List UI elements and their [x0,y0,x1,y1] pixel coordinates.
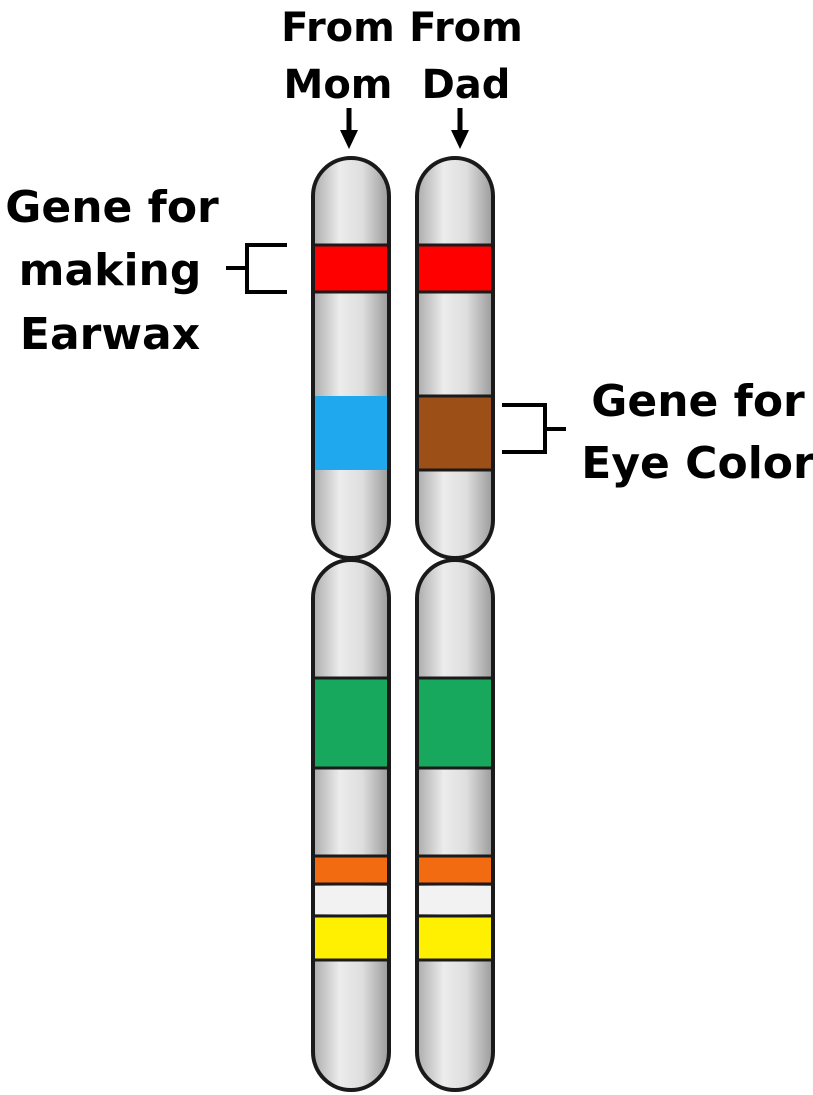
mom-green-band [313,678,389,768]
dad-chromosome-lower-arm [417,560,493,1090]
mom-chromosome-lower-arm [313,560,389,1090]
dad-white-band [417,886,493,914]
earwax-bracket-icon [226,245,287,292]
dad-chromosome-upper-arm [417,158,493,558]
eye-color-label-line1: Gene for [591,376,805,427]
mom-orange-band [313,856,389,884]
mom-white-band [313,886,389,914]
dad-green-band [417,678,493,768]
earwax-label-line1: Gene for [5,182,219,233]
dad-orange-band [417,856,493,884]
earwax-label-line3: Earwax [20,309,200,360]
mom-eye-gene-band [313,396,389,470]
dad-yellow-band [417,916,493,960]
header-mom-line1: From [281,5,395,51]
mom-chromosome-upper-arm [313,158,389,558]
header-mom-line2: Mom [284,62,393,108]
earwax-label-line2: making [19,245,202,296]
eye-color-bracket-icon [502,405,566,452]
eye-color-label-line2: Eye Color [581,438,813,489]
arrow-mom-icon [340,108,358,149]
dad-earwax-gene-band [417,245,493,292]
mom-earwax-gene-band [313,245,389,292]
arrow-dad-icon [451,108,469,149]
dad-eye-gene-band [417,396,493,470]
mom-yellow-band [313,916,389,960]
header-dad-line2: Dad [422,62,511,108]
header-dad-line1: From [409,5,523,51]
